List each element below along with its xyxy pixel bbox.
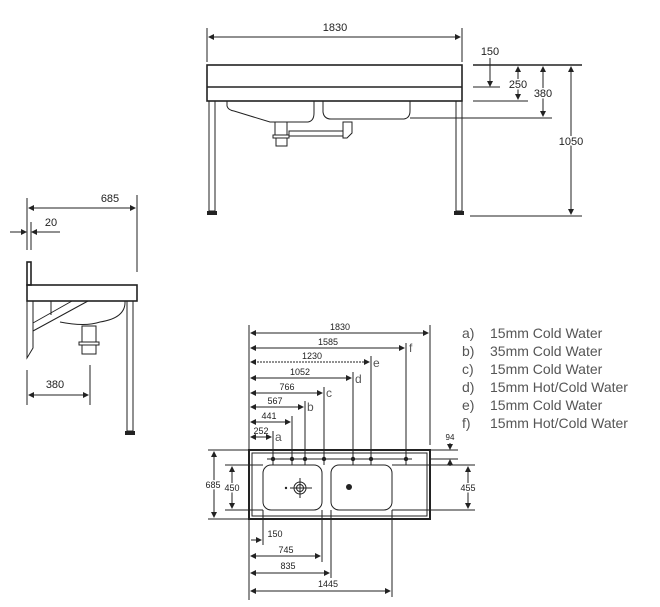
legend-key: d)	[462, 379, 474, 395]
bowl-offset-label: 380	[46, 379, 64, 391]
legend-text: 15mm Cold Water	[490, 397, 603, 413]
dim-150: 150	[481, 46, 499, 58]
plan-dim: 1585	[318, 337, 338, 347]
bottom-dim: 1445	[318, 579, 338, 589]
waste-pipe	[288, 130, 344, 137]
legend-key: b)	[462, 343, 474, 359]
legend-text: 15mm Hot/Cold Water	[490, 415, 628, 431]
legend-text: 15mm Cold Water	[490, 361, 603, 377]
legend-text: 15mm Hot/Cold Water	[490, 379, 628, 395]
plan-dim: 567	[267, 396, 282, 406]
dim-250: 250	[509, 79, 527, 91]
tap-letter: b	[307, 400, 314, 414]
right-bowl	[322, 101, 411, 120]
legend-key: a)	[462, 325, 474, 341]
bottom-dim: 835	[280, 561, 295, 571]
bottom-dim: 745	[278, 545, 293, 555]
front-elevation: 1830 150 250 380 1050	[206, 22, 585, 217]
legend: a) 15mm Cold Water b) 35mm Cold Water c)…	[462, 325, 628, 431]
side-depth-label: 685	[101, 193, 119, 205]
tap-letter: a	[275, 430, 282, 444]
benchtop	[206, 64, 463, 102]
legend-key: e)	[462, 397, 474, 413]
side-elevation: 685 20 380	[10, 193, 138, 435]
legend-key: c)	[462, 361, 474, 377]
upstand-label: 20	[45, 217, 57, 229]
plan-dim: 1830	[330, 322, 350, 332]
tap-offset: 94	[446, 433, 455, 442]
plan-depth: 685	[205, 480, 220, 490]
plan-dim: 252	[253, 426, 268, 436]
right-bowl-depth: 455	[460, 483, 475, 493]
plan-dim: 1052	[290, 367, 310, 377]
bottom-dim: 150	[267, 529, 282, 539]
tap-letter: f	[409, 341, 413, 355]
plan-view: 1830 1585 1230 1052 766 567 441 252 f e …	[204, 322, 477, 600]
side-benchtop	[26, 284, 138, 302]
plan-dim: 1230	[302, 351, 322, 361]
legend-text: 15mm Cold Water	[490, 325, 603, 341]
dim-380: 380	[534, 88, 552, 100]
side-leg	[126, 300, 134, 432]
tap-letter: d	[355, 372, 362, 386]
plan-right-bowl	[330, 464, 393, 511]
dim-1050: 1050	[559, 136, 583, 148]
front-width-label: 1830	[323, 22, 347, 34]
plan-dim: 441	[261, 411, 276, 421]
legend-text: 35mm Cold Water	[490, 343, 603, 359]
leg	[208, 100, 216, 212]
plan-benchtop	[248, 449, 431, 520]
left-bowl	[226, 101, 315, 123]
upstand	[26, 261, 32, 286]
legend-key: f)	[462, 415, 471, 431]
tap-letter: e	[373, 356, 380, 370]
tap-letter: c	[326, 386, 332, 400]
plan-left-bowl	[262, 464, 323, 511]
left-bowl-depth: 450	[224, 483, 239, 493]
plan-dim: 766	[279, 382, 294, 392]
